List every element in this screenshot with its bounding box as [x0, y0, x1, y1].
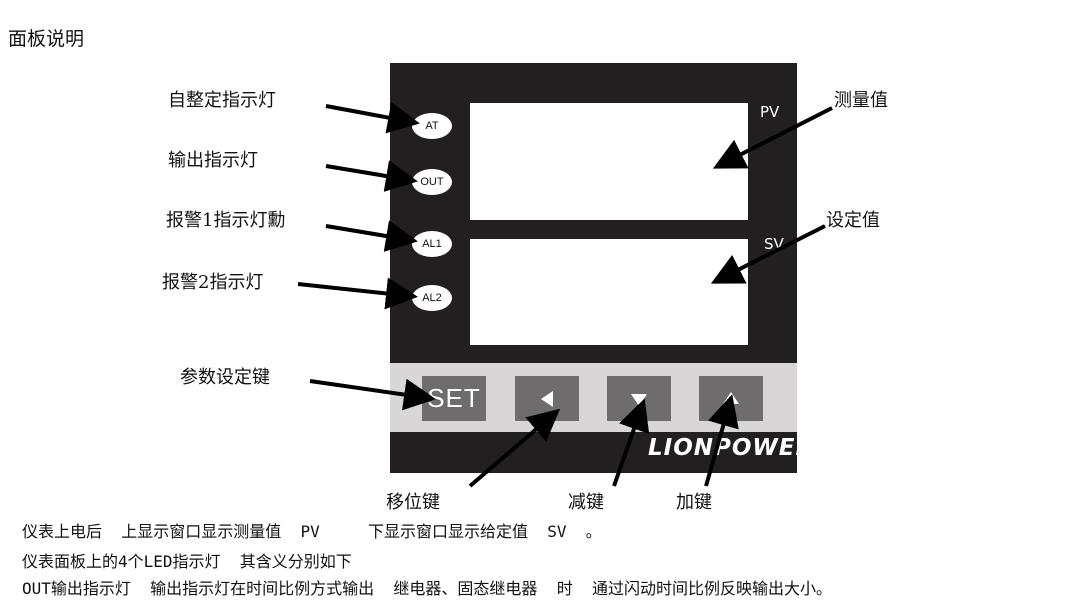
- sv-display-window: [470, 239, 748, 345]
- callout-down-key: 减键: [568, 492, 604, 513]
- pv-label: PV: [760, 103, 780, 121]
- al1-indicator-led: AL1: [412, 231, 452, 257]
- callout-pv-value: 测量值: [834, 90, 888, 111]
- arrow-shift-key: [468, 408, 561, 488]
- pv-display-window: [470, 103, 748, 220]
- callout-al1-led: 报警1指示灯勳: [166, 210, 286, 231]
- arrow-out-led: [325, 160, 418, 192]
- callout-sv-value: 设定值: [826, 210, 880, 231]
- arrow-al2-led: [297, 277, 418, 310]
- out-indicator-led: OUT: [412, 169, 452, 195]
- arrow-at-led: [325, 101, 420, 134]
- callout-al2-led: 报警2指示灯: [162, 272, 264, 293]
- callout-shift-key: 移位键: [386, 492, 440, 513]
- arrow-pv-value: [712, 106, 833, 169]
- arrow-up-key: [704, 394, 739, 487]
- callout-at-led: 自整定指示灯: [168, 90, 276, 111]
- al2-indicator-led: AL2: [412, 285, 452, 311]
- arrow-al1-led: [325, 220, 418, 252]
- set-key[interactable]: SET: [422, 376, 486, 421]
- paragraph-line-3: OUT输出指示灯 输出指示灯在时间比例方式输出 继电器、固态继电器 时 通过闪动…: [22, 579, 832, 598]
- paragraph-line-1: 仪表上电后 上显示窗口显示测量值 PV 下显示窗口显示给定值 SV 。: [22, 522, 602, 541]
- brand-logo: LIONPOWER: [648, 435, 815, 461]
- left-arrow-icon: [541, 390, 553, 407]
- paragraph-line-2: 仪表面板上的4个LED指示灯 其含义分别如下: [22, 552, 352, 571]
- arrow-set-key: [309, 378, 436, 411]
- callout-out-led: 输出指示灯: [168, 150, 258, 171]
- section-title: 面板说明: [8, 28, 85, 50]
- arrow-down-key: [612, 398, 650, 487]
- callout-set-key: 参数设定键: [180, 367, 270, 388]
- callout-up-key: 加键: [676, 492, 712, 513]
- arrow-sv-value: [710, 224, 826, 284]
